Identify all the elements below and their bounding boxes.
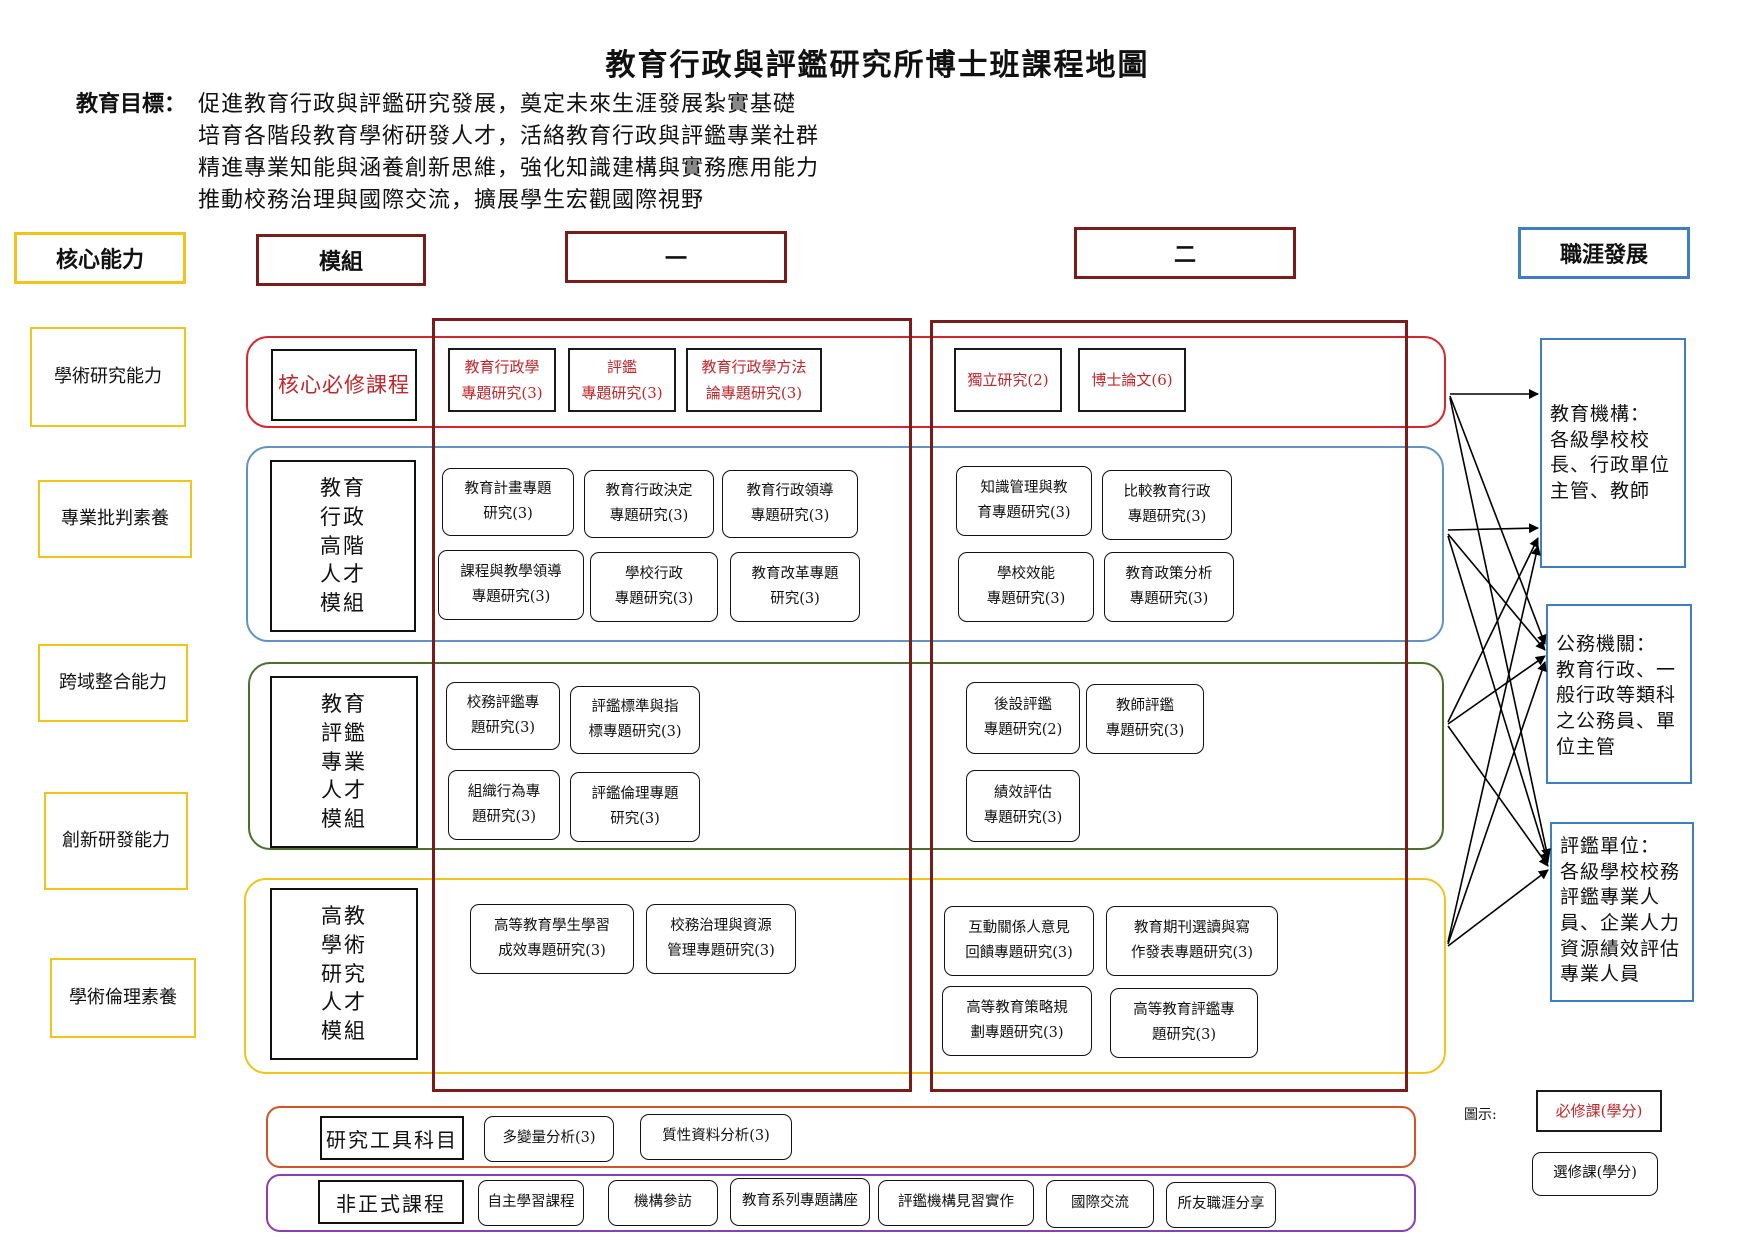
course-elective: 教育行政決定 專題研究(3)	[584, 470, 714, 538]
arrow	[1447, 869, 1549, 947]
band-admin	[246, 446, 1444, 642]
career-education-institution: 教育機構： 各級學校校 長、行政單位 主管、教師	[1540, 338, 1686, 568]
course-elective: 教育改革專題 研究(3)	[730, 552, 860, 622]
course-elective: 教育期刊選讀與寫 作發表專題研究(3)	[1106, 906, 1278, 976]
course-elective: 教育行政領導 專題研究(3)	[722, 470, 858, 538]
course-elective: 績效評估 專題研究(3)	[966, 770, 1080, 842]
module-admin: 教育 行政 高階 人才 模組	[270, 460, 416, 632]
ability-academic-ethics: 學術倫理素養	[50, 958, 196, 1038]
arrow	[1447, 545, 1541, 943]
arrow	[1447, 523, 1539, 534]
band-eval	[248, 662, 1444, 850]
arrow	[1447, 535, 1551, 863]
arrow	[1447, 655, 1546, 725]
course-elective: 評鑑標準與指 標專題研究(3)	[570, 686, 700, 754]
ability-cross-domain: 跨域整合能力	[38, 644, 188, 722]
course-elective: 高等教育評鑑專 題研究(3)	[1110, 988, 1258, 1058]
course-elective: 比較教育行政 專題研究(3)	[1102, 470, 1232, 540]
informal-item: 教育系列專題講座	[730, 1178, 870, 1226]
informal-item: 所友職涯分享	[1166, 1182, 1276, 1228]
course-elective: 學校效能 專題研究(3)	[958, 552, 1094, 622]
ability-innovation: 創新研發能力	[44, 792, 188, 890]
course-required: 博士論文(6)	[1078, 348, 1186, 412]
informal-item: 機構參訪	[608, 1180, 718, 1226]
course-required: 評鑑 專題研究(3)	[568, 348, 676, 412]
goal-line: 促進教育行政與評鑑研究發展，奠定未來生涯發展紮實基礎	[198, 92, 797, 117]
informal-item: 評鑑機構見習實作	[878, 1180, 1034, 1226]
header-module: 模組	[256, 234, 426, 286]
band-higher	[244, 878, 1446, 1074]
goal-line: 精進專業知能與涵養創新思維，強化知識建構與實務應用能力	[198, 156, 820, 181]
module-eval: 教育 評鑑 專業 人才 模組	[270, 676, 418, 848]
band-informal	[266, 1174, 1416, 1232]
course-elective: 組織行為專 題研究(3)	[448, 770, 560, 840]
course-elective: 校務評鑑專 題研究(3)	[446, 682, 560, 750]
informal-item: 國際交流	[1046, 1180, 1154, 1228]
course-elective: 高等教育策略規 劃專題研究(3)	[942, 986, 1092, 1056]
legend-elective: 選修課(學分)	[1532, 1152, 1658, 1196]
career-public-agency: 公務機關： 教育行政、一 般行政等類科 之公務員、單 位主管	[1546, 604, 1692, 784]
course-elective: 高等教育學生學習 成效專題研究(3)	[470, 904, 634, 974]
arrow	[1447, 537, 1539, 723]
course-elective: 知識管理與教 育專題研究(3)	[956, 466, 1092, 536]
page-title: 教育行政與評鑑研究所博士班課程地圖	[605, 48, 1150, 83]
module-core-required: 核心必修課程	[271, 349, 417, 421]
legend-required: 必修課(學分)	[1536, 1090, 1662, 1132]
band-core	[246, 336, 1446, 428]
module-higher: 高教 學術 研究 人才 模組	[270, 888, 418, 1060]
course-elective: 教育計畫專題 研究(3)	[442, 468, 574, 536]
course-required: 教育行政學方法 論專題研究(3)	[686, 348, 822, 412]
informal-label: 非正式課程	[318, 1180, 464, 1224]
course-elective: 教育政策分析 專題研究(3)	[1104, 552, 1234, 622]
career-evaluation-unit: 評鑑單位： 各級學校校務 評鑑專業人 員、企業人力 資源績效評估 專業人員	[1550, 822, 1694, 1002]
arrow	[1449, 397, 1552, 859]
arrow	[1447, 661, 1547, 945]
course-elective: 評鑑倫理專題 研究(3)	[570, 772, 700, 842]
header-career: 職涯發展	[1518, 227, 1690, 279]
band-research-tools	[266, 1106, 1416, 1168]
arrow	[1447, 533, 1546, 651]
goal-line: 培育各階段教育學術研發人才，活絡教育行政與評鑑專業社群	[198, 124, 820, 149]
arrow	[1447, 725, 1549, 867]
course-elective: 教師評鑑 專題研究(3)	[1086, 684, 1204, 754]
course-elective: 後設評鑑 專題研究(2)	[966, 682, 1080, 754]
course-elective: 校務治理與資源 管理專題研究(3)	[646, 904, 796, 974]
header-core-ability: 核心能力	[14, 232, 186, 284]
course-required: 獨立研究(2)	[954, 348, 1062, 412]
legend-label: 圖示:	[1464, 1107, 1497, 1123]
course-required: 教育行政學 專題研究(3)	[448, 348, 556, 412]
arrow	[1449, 395, 1547, 645]
research-tools-label: 研究工具科目	[320, 1116, 464, 1160]
header-year-1: 一	[565, 231, 787, 283]
goal-line: 推動校務治理與國際交流，擴展學生宏觀國際視野	[198, 188, 705, 213]
ability-critical-literacy: 專業批判素養	[38, 480, 192, 558]
year2-column	[930, 320, 1408, 1092]
year1-column	[432, 318, 912, 1092]
course-elective: 質性資料分析(3)	[640, 1114, 792, 1160]
header-year-2: 二	[1074, 227, 1296, 279]
course-elective: 課程與教學領導 專題研究(3)	[438, 550, 584, 620]
course-elective: 多變量分析(3)	[484, 1116, 614, 1162]
ability-academic-research: 學術研究能力	[30, 327, 186, 427]
course-elective: 互動關係人意見 回饋專題研究(3)	[944, 906, 1094, 976]
course-elective: 學校行政 專題研究(3)	[590, 552, 718, 622]
informal-item: 自主學習課程	[478, 1180, 584, 1226]
goal-label: 教育目標：	[76, 91, 187, 117]
